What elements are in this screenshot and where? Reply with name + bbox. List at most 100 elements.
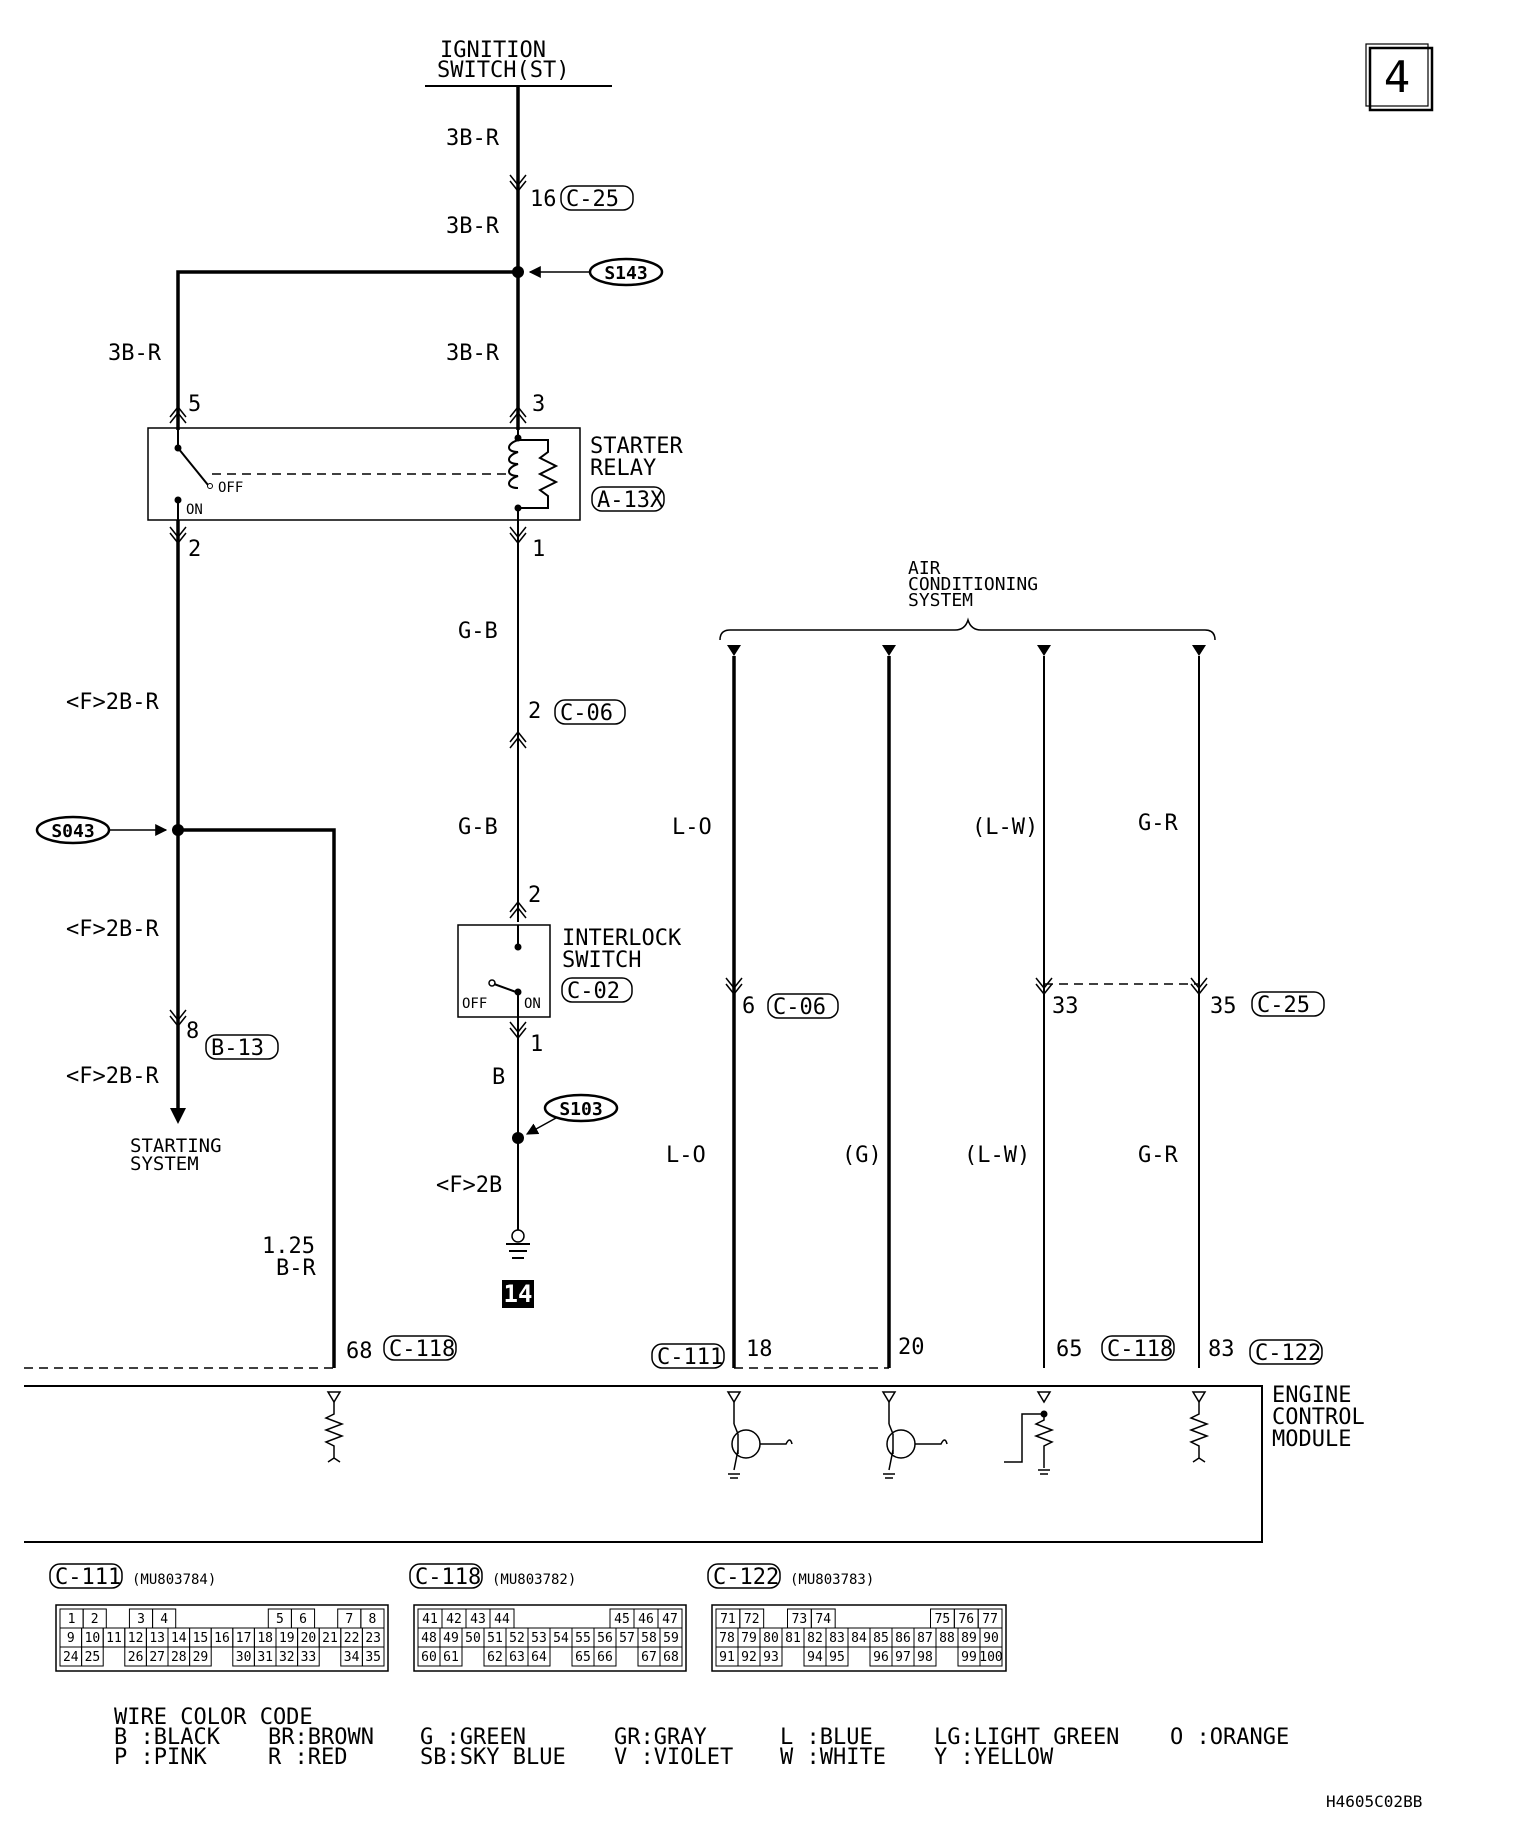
- starting-system-label-1: STARTING: [130, 1135, 222, 1157]
- interlock-off-label: OFF: [462, 996, 487, 1012]
- wire-label-l-w-2: (L-W): [964, 1143, 1030, 1168]
- wire-label-l-o-2: L-O: [666, 1143, 706, 1168]
- ac-label-3: SYSTEM: [908, 590, 973, 611]
- pin-number: 89: [961, 1631, 977, 1646]
- pin-number: 12: [128, 1631, 144, 1646]
- color-code-row-2: P :PINK R :RED SB:SKY BLUE V :VIOLET W :…: [114, 1745, 1054, 1770]
- interlock-on-label: ON: [524, 996, 541, 1012]
- pin-cell: [297, 1646, 320, 1667]
- pin-number: 22: [344, 1631, 360, 1646]
- pin-cell: [825, 1646, 849, 1667]
- pin-number: 62: [487, 1650, 503, 1665]
- connector-box-c06-a: [554, 699, 626, 725]
- splice-s103-oval: [543, 1093, 619, 1123]
- pin-number: 76: [958, 1612, 974, 1627]
- starter-relay-label-1: STARTER: [590, 434, 683, 459]
- pin-number: 30: [236, 1650, 252, 1665]
- pin-number: 97: [895, 1650, 911, 1665]
- splice-s143-dot: [512, 266, 524, 278]
- pin-number: 100: [979, 1650, 1002, 1665]
- connector-arrow-c25-35: [1190, 977, 1208, 996]
- starter-relay-label-2: RELAY: [590, 456, 656, 481]
- ecm-box: [24, 1385, 1263, 1543]
- pin-number: 35: [365, 1650, 381, 1665]
- table-c111-part: (MU803784): [132, 1572, 216, 1588]
- ac-bracket: [719, 617, 1216, 641]
- pin-20: 20: [898, 1335, 925, 1360]
- color-code-p: P :PINK: [114, 1745, 207, 1770]
- pin-cell: [659, 1646, 683, 1667]
- connector-arrow-c25-33: [1035, 977, 1053, 996]
- pin-number: 80: [763, 1631, 779, 1646]
- pin-number: 65: [575, 1650, 591, 1665]
- color-code-title: WIRE COLOR CODE: [114, 1705, 313, 1730]
- color-code-v: V :VIOLET: [614, 1745, 733, 1770]
- pin-number: 27: [149, 1650, 165, 1665]
- wire-label-f2br-3: <F>2B-R: [66, 1064, 159, 1089]
- connector-box-c06-b: [767, 993, 839, 1019]
- pin-number: 92: [741, 1650, 757, 1665]
- ground-number-box: [502, 1280, 534, 1308]
- pin-number: 7: [345, 1612, 353, 1627]
- splice-s103: S103: [559, 1099, 602, 1120]
- pin-number: 15: [193, 1631, 209, 1646]
- wire-label-3b-r-4: 3B-R: [446, 341, 500, 366]
- pin-number: 16: [214, 1631, 230, 1646]
- pin-number: 56: [597, 1631, 613, 1646]
- pin-number: 6: [299, 1612, 307, 1627]
- pin-3: 3: [532, 392, 545, 417]
- connector-c06-b: C-06: [773, 995, 826, 1020]
- connector-c06-a: C-06: [560, 701, 613, 726]
- interlock-switch-label-2: SWITCH: [562, 948, 641, 973]
- pin-cell: [439, 1646, 463, 1667]
- pin-number: 91: [719, 1650, 735, 1665]
- connector-box-c111: [651, 1343, 725, 1369]
- ecm-input-symbols: [323, 1391, 1210, 1479]
- wire-label-f2br-2: <F>2B-R: [66, 917, 159, 942]
- pin-number: 88: [939, 1631, 955, 1646]
- relay-pin5-arrow: [169, 405, 187, 424]
- color-code-br: BR:BROWN: [268, 1725, 374, 1750]
- pin-number: 57: [619, 1631, 635, 1646]
- pin-number: 60: [421, 1650, 437, 1665]
- connector-c25-b: C-25: [1257, 993, 1310, 1018]
- color-code-b: B :BLACK: [114, 1725, 221, 1750]
- pin-number: 99: [961, 1650, 977, 1665]
- wire-label-3b-r-3: 3B-R: [108, 341, 162, 366]
- pin-number: 23: [365, 1631, 381, 1646]
- pin-cell: [593, 1646, 617, 1667]
- splice-s103-dot: [512, 1132, 524, 1144]
- pin-number: 71: [720, 1612, 736, 1627]
- pin-number: 33: [301, 1650, 317, 1665]
- pin-number: 31: [257, 1650, 273, 1665]
- color-code-o: O :ORANGE: [1170, 1725, 1289, 1750]
- connector-a13x: A-13X: [597, 488, 664, 513]
- pin-number: 85: [873, 1631, 889, 1646]
- pin-number: 21: [322, 1631, 338, 1646]
- page-number-box: 4: [1365, 43, 1434, 112]
- color-code-gr: GR:GRAY: [614, 1725, 707, 1750]
- relay-pin3-arrow: [509, 405, 527, 424]
- pin-number: 11: [106, 1631, 122, 1646]
- pin-number: 8: [369, 1612, 377, 1627]
- pin-cell: [979, 1646, 1003, 1667]
- pin-number: 3: [137, 1612, 145, 1627]
- pin-number: 19: [279, 1631, 295, 1646]
- pin-cell: [527, 1646, 551, 1667]
- pin-number: 42: [446, 1612, 462, 1627]
- wire-label-g-r-1: G-R: [1138, 811, 1178, 836]
- pin-number: 94: [807, 1650, 823, 1665]
- pin-number: 72: [744, 1612, 760, 1627]
- splice-s103-pointer: [525, 1117, 557, 1135]
- pin-number: 58: [641, 1631, 657, 1646]
- pin-number: 59: [663, 1631, 679, 1646]
- connector-box-c25-a: [560, 185, 634, 211]
- pin-number: 9: [67, 1631, 75, 1646]
- figure-code: H4605C02BB: [1326, 1792, 1422, 1811]
- connector-box-b13: [205, 1034, 279, 1060]
- connector-arrow-c25-16: [509, 174, 527, 193]
- connector-b13: B-13: [211, 1036, 264, 1061]
